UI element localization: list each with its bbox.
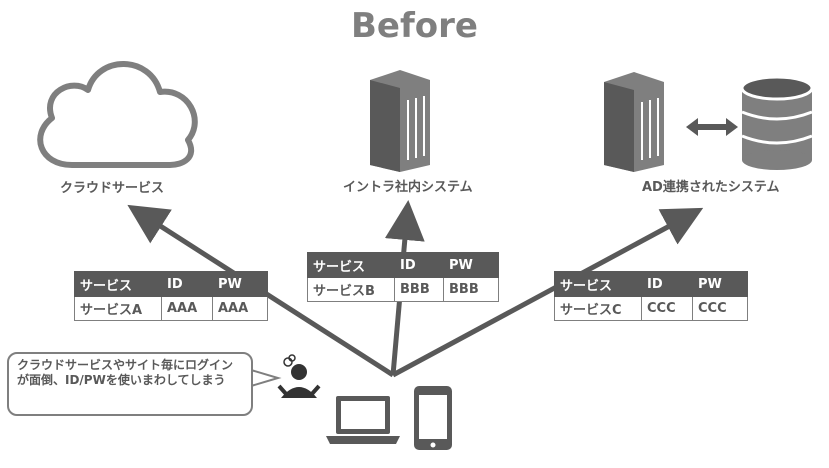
table-cell-service: サービスA [74,296,162,321]
callout-text: クラウドサービスやサイト毎にログインが面倒、ID/PWを使いまわしてしまう [17,358,234,387]
table-header-service: サービス [307,252,395,278]
table-header-id: ID [641,271,693,297]
database-icon [740,75,814,170]
table-cell-service: サービスC [554,296,642,321]
laptop-icon [326,396,400,444]
intranet-label: イントラ社内システム [343,180,473,195]
confused-user-icon [277,354,321,398]
server-icon [370,70,430,172]
bidirectional-arrow-icon [686,118,738,136]
table-header-pw: PW [443,252,499,278]
smartphone-icon [414,386,452,450]
credential-table-a: サービス ID PW サービスA AAA AAA [74,271,268,321]
table-cell-id: AAA [161,296,213,321]
table-header-pw: PW [692,271,748,297]
table-cell-service: サービスB [307,277,395,302]
table-header-id: ID [394,252,444,278]
callout-bubble: クラウドサービスやサイト毎にログインが面倒、ID/PWを使いまわしてしまう [7,352,253,416]
table-cell-pw: CCC [692,296,748,321]
table-header-id: ID [161,271,213,297]
cloud-icon [37,61,198,168]
credential-table-b: サービス ID PW サービスB BBB BBB [307,252,499,302]
diagram-title: Before [351,6,478,46]
cloud-label: クラウドサービス [60,181,165,196]
table-cell-id: CCC [641,296,693,321]
ad-label: AD連携されたシステム [642,180,780,195]
ad-server-icon [604,72,664,172]
table-cell-pw: AAA [212,296,268,321]
table-header-service: サービス [74,271,162,297]
callout-pointer [250,369,282,387]
table-cell-id: BBB [394,277,444,302]
arrow-to-ad [391,207,704,378]
table-cell-pw: BBB [443,277,499,302]
credential-table-c: サービス ID PW サービスC CCC CCC [554,271,748,321]
table-header-service: サービス [554,271,642,297]
table-header-pw: PW [212,271,268,297]
